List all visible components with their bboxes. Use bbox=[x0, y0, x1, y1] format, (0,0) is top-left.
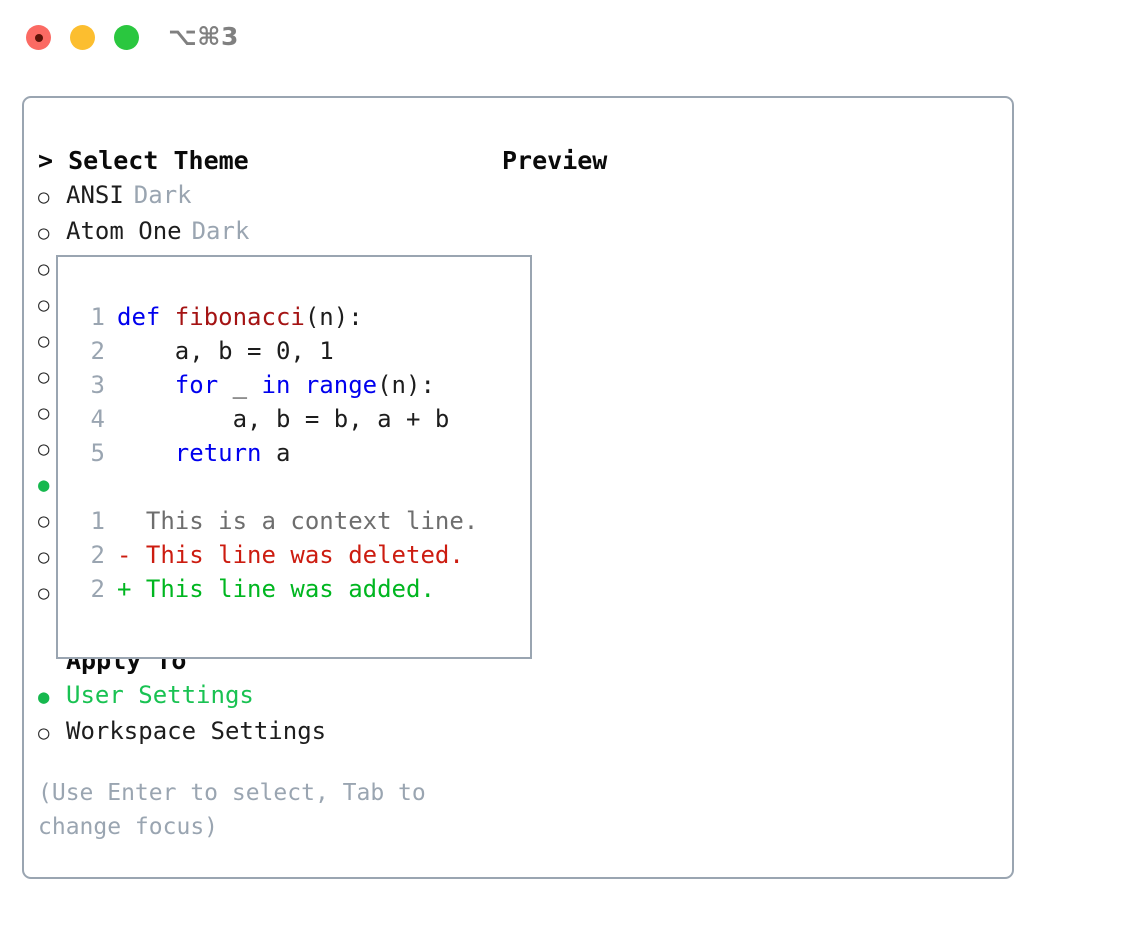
select-theme-heading: > Select Theme bbox=[38, 146, 249, 175]
apply-to-option-label: User Settings bbox=[66, 681, 254, 709]
code-line: 4 a, b = b, a + b bbox=[77, 402, 478, 436]
code-token-plain: (n): bbox=[304, 303, 363, 331]
code-token-kw: for bbox=[174, 371, 233, 399]
code-line-content: a, b = b, a + b bbox=[117, 402, 450, 436]
radio-selected-icon: ● bbox=[38, 474, 50, 496]
line-number: 4 bbox=[90, 405, 105, 433]
diff-marker: + bbox=[117, 575, 146, 603]
line-number: 2 bbox=[90, 337, 105, 365]
code-line: 5 return a bbox=[77, 436, 478, 470]
radio-unselected-icon: ○ bbox=[38, 402, 50, 424]
line-number: 3 bbox=[90, 371, 105, 399]
theme-option-tag: Dark bbox=[191, 217, 250, 245]
apply-to-option-workspace-settings[interactable]: ○ Workspace Settings bbox=[38, 714, 498, 750]
radio-unselected-icon: ○ bbox=[38, 582, 50, 604]
title-bar: ⌥⌘3 bbox=[0, 0, 1140, 78]
radio-selected-icon: ● bbox=[38, 686, 50, 708]
line-number: 1 bbox=[90, 303, 105, 331]
diff-line-text: This is a context line. bbox=[145, 507, 479, 535]
code-token-kw: range bbox=[304, 371, 378, 399]
theme-option-label: ANSI bbox=[66, 181, 124, 209]
radio-unselected-icon: ○ bbox=[38, 366, 50, 388]
code-token-plain: a, b = b, a + b bbox=[232, 405, 450, 433]
apply-to-options-list: ● User Settings ○ Workspace Settings bbox=[38, 678, 498, 750]
radio-unselected-icon: ○ bbox=[38, 722, 50, 744]
close-button[interactable] bbox=[26, 25, 51, 50]
code-token-kw: def bbox=[117, 303, 175, 331]
code-line-content: a, b = 0, 1 bbox=[117, 334, 334, 368]
radio-unselected-icon: ○ bbox=[38, 222, 50, 244]
line-number: 1 bbox=[90, 507, 105, 535]
keyboard-hint-text: (Use Enter to select, Tab to change focu… bbox=[38, 780, 440, 840]
code-token-plain: _ bbox=[232, 371, 262, 399]
theme-option-atom-one[interactable]: ○ Atom One Dark bbox=[38, 214, 498, 250]
hint-spacer bbox=[38, 750, 498, 776]
code-line: 1 def fibonacci(n): bbox=[77, 300, 478, 334]
preview-column: Preview bbox=[502, 144, 1002, 178]
radio-unselected-icon: ○ bbox=[38, 294, 50, 316]
code-token-plain: a bbox=[275, 439, 291, 467]
preview-title: Preview bbox=[502, 146, 608, 175]
code-line-content: return a bbox=[117, 436, 291, 470]
apply-to-option-user-settings[interactable]: ● User Settings bbox=[38, 678, 498, 714]
traffic-light-group bbox=[26, 25, 139, 50]
code-token-fn: fibonacci bbox=[174, 303, 305, 331]
diff-line-text: This line was deleted. bbox=[145, 541, 464, 569]
diff-line: 2 + This line was added. bbox=[77, 572, 478, 606]
diff-marker: - bbox=[117, 541, 146, 569]
code-token-plain: (n): bbox=[377, 371, 435, 399]
line-number: 2 bbox=[90, 575, 105, 603]
maximize-button[interactable] bbox=[114, 25, 139, 50]
diff-line-text: This line was added. bbox=[145, 575, 435, 603]
minimize-button[interactable] bbox=[70, 25, 95, 50]
code-line: 2 a, b = 0, 1 bbox=[77, 334, 478, 368]
code-token-plain: a, b = 0, 1 bbox=[174, 337, 334, 365]
line-number: 2 bbox=[90, 541, 105, 569]
radio-unselected-icon: ○ bbox=[38, 330, 50, 352]
line-number: 5 bbox=[90, 439, 105, 467]
code-line-content: for _ in range(n): bbox=[117, 368, 435, 402]
radio-unselected-icon: ○ bbox=[38, 510, 50, 532]
apply-to-option-label: Workspace Settings bbox=[66, 717, 327, 745]
diff-line: 1 This is a context line. bbox=[77, 504, 479, 538]
radio-unselected-icon: ○ bbox=[38, 258, 50, 280]
theme-option-label: Atom One bbox=[66, 217, 182, 245]
code-diff-separator bbox=[77, 470, 478, 504]
code-token-kw: return bbox=[174, 439, 276, 467]
radio-unselected-icon: ○ bbox=[38, 186, 50, 208]
window-title: ⌥⌘3 bbox=[168, 22, 239, 51]
code-line: 3 for _ in range(n): bbox=[77, 368, 478, 402]
code-line-content: def fibonacci(n): bbox=[117, 300, 363, 334]
diff-marker bbox=[117, 504, 146, 538]
radio-unselected-icon: ○ bbox=[38, 546, 50, 568]
diff-line: 2- This line was deleted. bbox=[77, 538, 478, 572]
theme-option-tag: Dark bbox=[133, 181, 192, 209]
code-token-kw: in bbox=[261, 371, 305, 399]
theme-option-ansi[interactable]: ○ ANSI Dark bbox=[38, 178, 498, 214]
radio-unselected-icon: ○ bbox=[38, 438, 50, 460]
